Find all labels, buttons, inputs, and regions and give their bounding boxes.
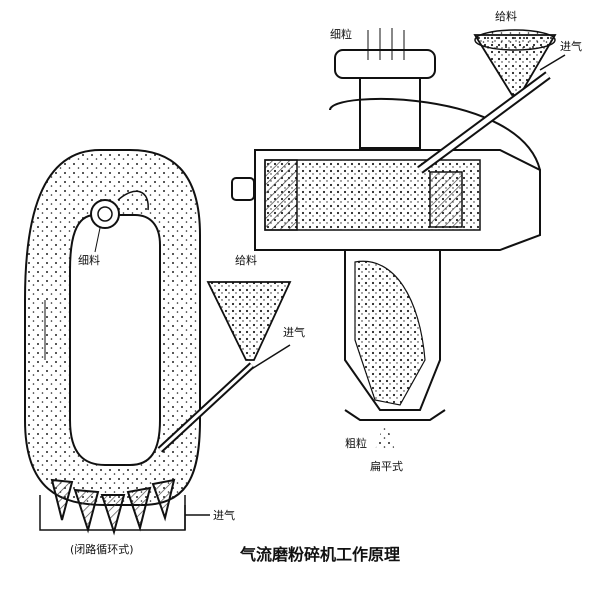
caption-right: 扁平式 xyxy=(370,460,403,473)
label-air-in-right: 进气 xyxy=(560,39,582,53)
swirl-arrow xyxy=(117,190,149,211)
label-feed-right: 给料 xyxy=(495,9,517,23)
label-feed-left: 给料 xyxy=(235,253,257,267)
loop-inner xyxy=(69,214,161,466)
feed-pipe-left-inner xyxy=(158,363,254,452)
fine-outlet-core xyxy=(97,206,113,222)
coarse-pile xyxy=(354,260,426,406)
drum-top-ellipse xyxy=(329,97,541,171)
bottom-nozzles xyxy=(50,478,176,536)
label-air-in-bottom-left: 进气 xyxy=(213,508,235,522)
side-knob xyxy=(231,177,255,201)
top-flange xyxy=(334,49,436,79)
nozzle-block-right xyxy=(429,171,463,228)
label-air-in-side-left: 进气 xyxy=(283,325,305,339)
diagram-caption: 气流磨粉碎机工作原理 xyxy=(239,545,400,564)
label-fine-left: 细料 xyxy=(78,253,100,267)
air-in-side-line xyxy=(249,344,291,371)
caption-left: (闭路循环式) xyxy=(70,543,134,556)
bottom-collar xyxy=(344,409,446,421)
flat-mill: 细粒 给料 进气 粗粒 扁平式 xyxy=(231,9,582,473)
riser-tube xyxy=(359,77,421,149)
closed-loop-mill: 细料 给料 进气 进气 (闭路循环式) xyxy=(24,149,305,556)
nozzle-block-left xyxy=(264,159,298,231)
air-in-right-line xyxy=(539,54,566,71)
label-coarse-right: 粗粒 xyxy=(345,436,367,450)
feed-hopper-rim xyxy=(474,29,556,51)
leader-fine-left xyxy=(94,227,101,253)
coarse-out-stream xyxy=(375,420,395,450)
feed-funnel-left xyxy=(206,281,292,361)
fine-out-arrows xyxy=(367,28,405,60)
label-fine-right: 细粒 xyxy=(330,27,352,41)
feed-pipe-right-inner xyxy=(418,72,550,173)
